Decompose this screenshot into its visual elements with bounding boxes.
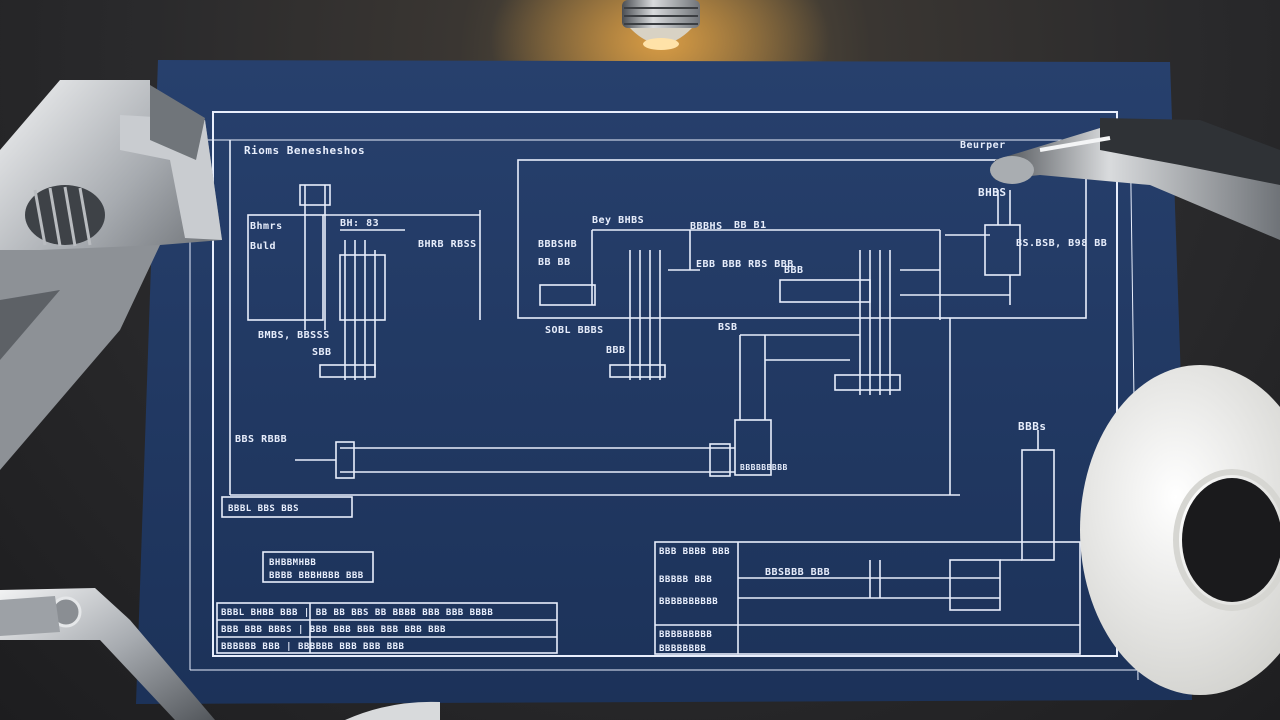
mid-label: BB B1 xyxy=(734,220,767,231)
mid-label: BB BB xyxy=(538,257,571,268)
top-right-label: Beurper xyxy=(960,140,1006,151)
mid-label: BBBSHB xyxy=(538,239,577,250)
right-small-label: BSB xyxy=(718,322,738,333)
mid-center-label: EBB BBB RBS BBB xyxy=(696,259,794,270)
mid-small-label: BBB xyxy=(606,345,626,356)
table-row: BBBL BHBB BBB | BB BB BBS BB BBBB BBB BB… xyxy=(221,608,493,618)
left-block-label: BHRB RBSS xyxy=(418,239,477,250)
light-bulb xyxy=(622,0,700,50)
left-sub-label: SBB xyxy=(312,347,332,358)
tool-tip xyxy=(345,701,440,720)
mid-label: BBBHS xyxy=(690,221,723,232)
pliers xyxy=(0,588,215,720)
mid-sub-label: SOBL BBBS xyxy=(545,325,604,336)
table-cell: BBBBBBBBBB xyxy=(659,597,718,607)
schematic-lines xyxy=(216,140,1087,655)
table-cell: BBBBBBBB xyxy=(659,644,706,654)
left-tag: Bhmrs xyxy=(250,221,283,232)
table-cell: BBBBBBBBB xyxy=(659,630,712,640)
far-right-label: BBBs xyxy=(1018,420,1047,433)
table-row: BBB BBB BBBS | BBB BBB BBB BBB BBB BBB xyxy=(221,625,446,635)
mid-label: Bey BHBS xyxy=(592,215,644,226)
left-tag: Buld xyxy=(250,241,276,252)
box-label: BBBB BBBHBBB BBB xyxy=(269,571,364,581)
right-tag: BHBS xyxy=(978,186,1007,199)
bottom-right-head: BBSBBB BBB xyxy=(765,567,830,578)
ptfe-tape-roll xyxy=(1080,365,1280,695)
table-cell: BBBBB BBB xyxy=(659,575,712,585)
blueprint-annotations: Rioms Benesheshos Beurper Bhmrs Buld BH:… xyxy=(221,140,1107,654)
pipe-wrench xyxy=(990,118,1280,240)
table-cell: BBB BBBB BBB xyxy=(659,547,730,557)
table-row: BBBBBB BBB | BBBBBB BBB BBB BBB xyxy=(221,642,405,652)
pipe-bottom-label: BBBBBBBBB xyxy=(740,463,788,472)
left-bottom-label: BBS RBBB xyxy=(235,434,287,445)
blueprint-frame xyxy=(189,111,1140,681)
left-tag: BH: 83 xyxy=(340,218,379,229)
left-sub-label: BMBS, BBSSS xyxy=(258,330,330,341)
box-label: BHBBMHBB xyxy=(269,558,316,568)
title-label: Rioms Benesheshos xyxy=(244,144,365,157)
blueprint-sheet xyxy=(136,60,1192,704)
right-tag: BS.BSB, B98 BB xyxy=(1016,238,1107,249)
right-small-label: BBB xyxy=(784,265,804,276)
adjustable-wrench xyxy=(0,80,222,470)
pipe-left-label: BBBL BBS BBS xyxy=(228,504,299,514)
